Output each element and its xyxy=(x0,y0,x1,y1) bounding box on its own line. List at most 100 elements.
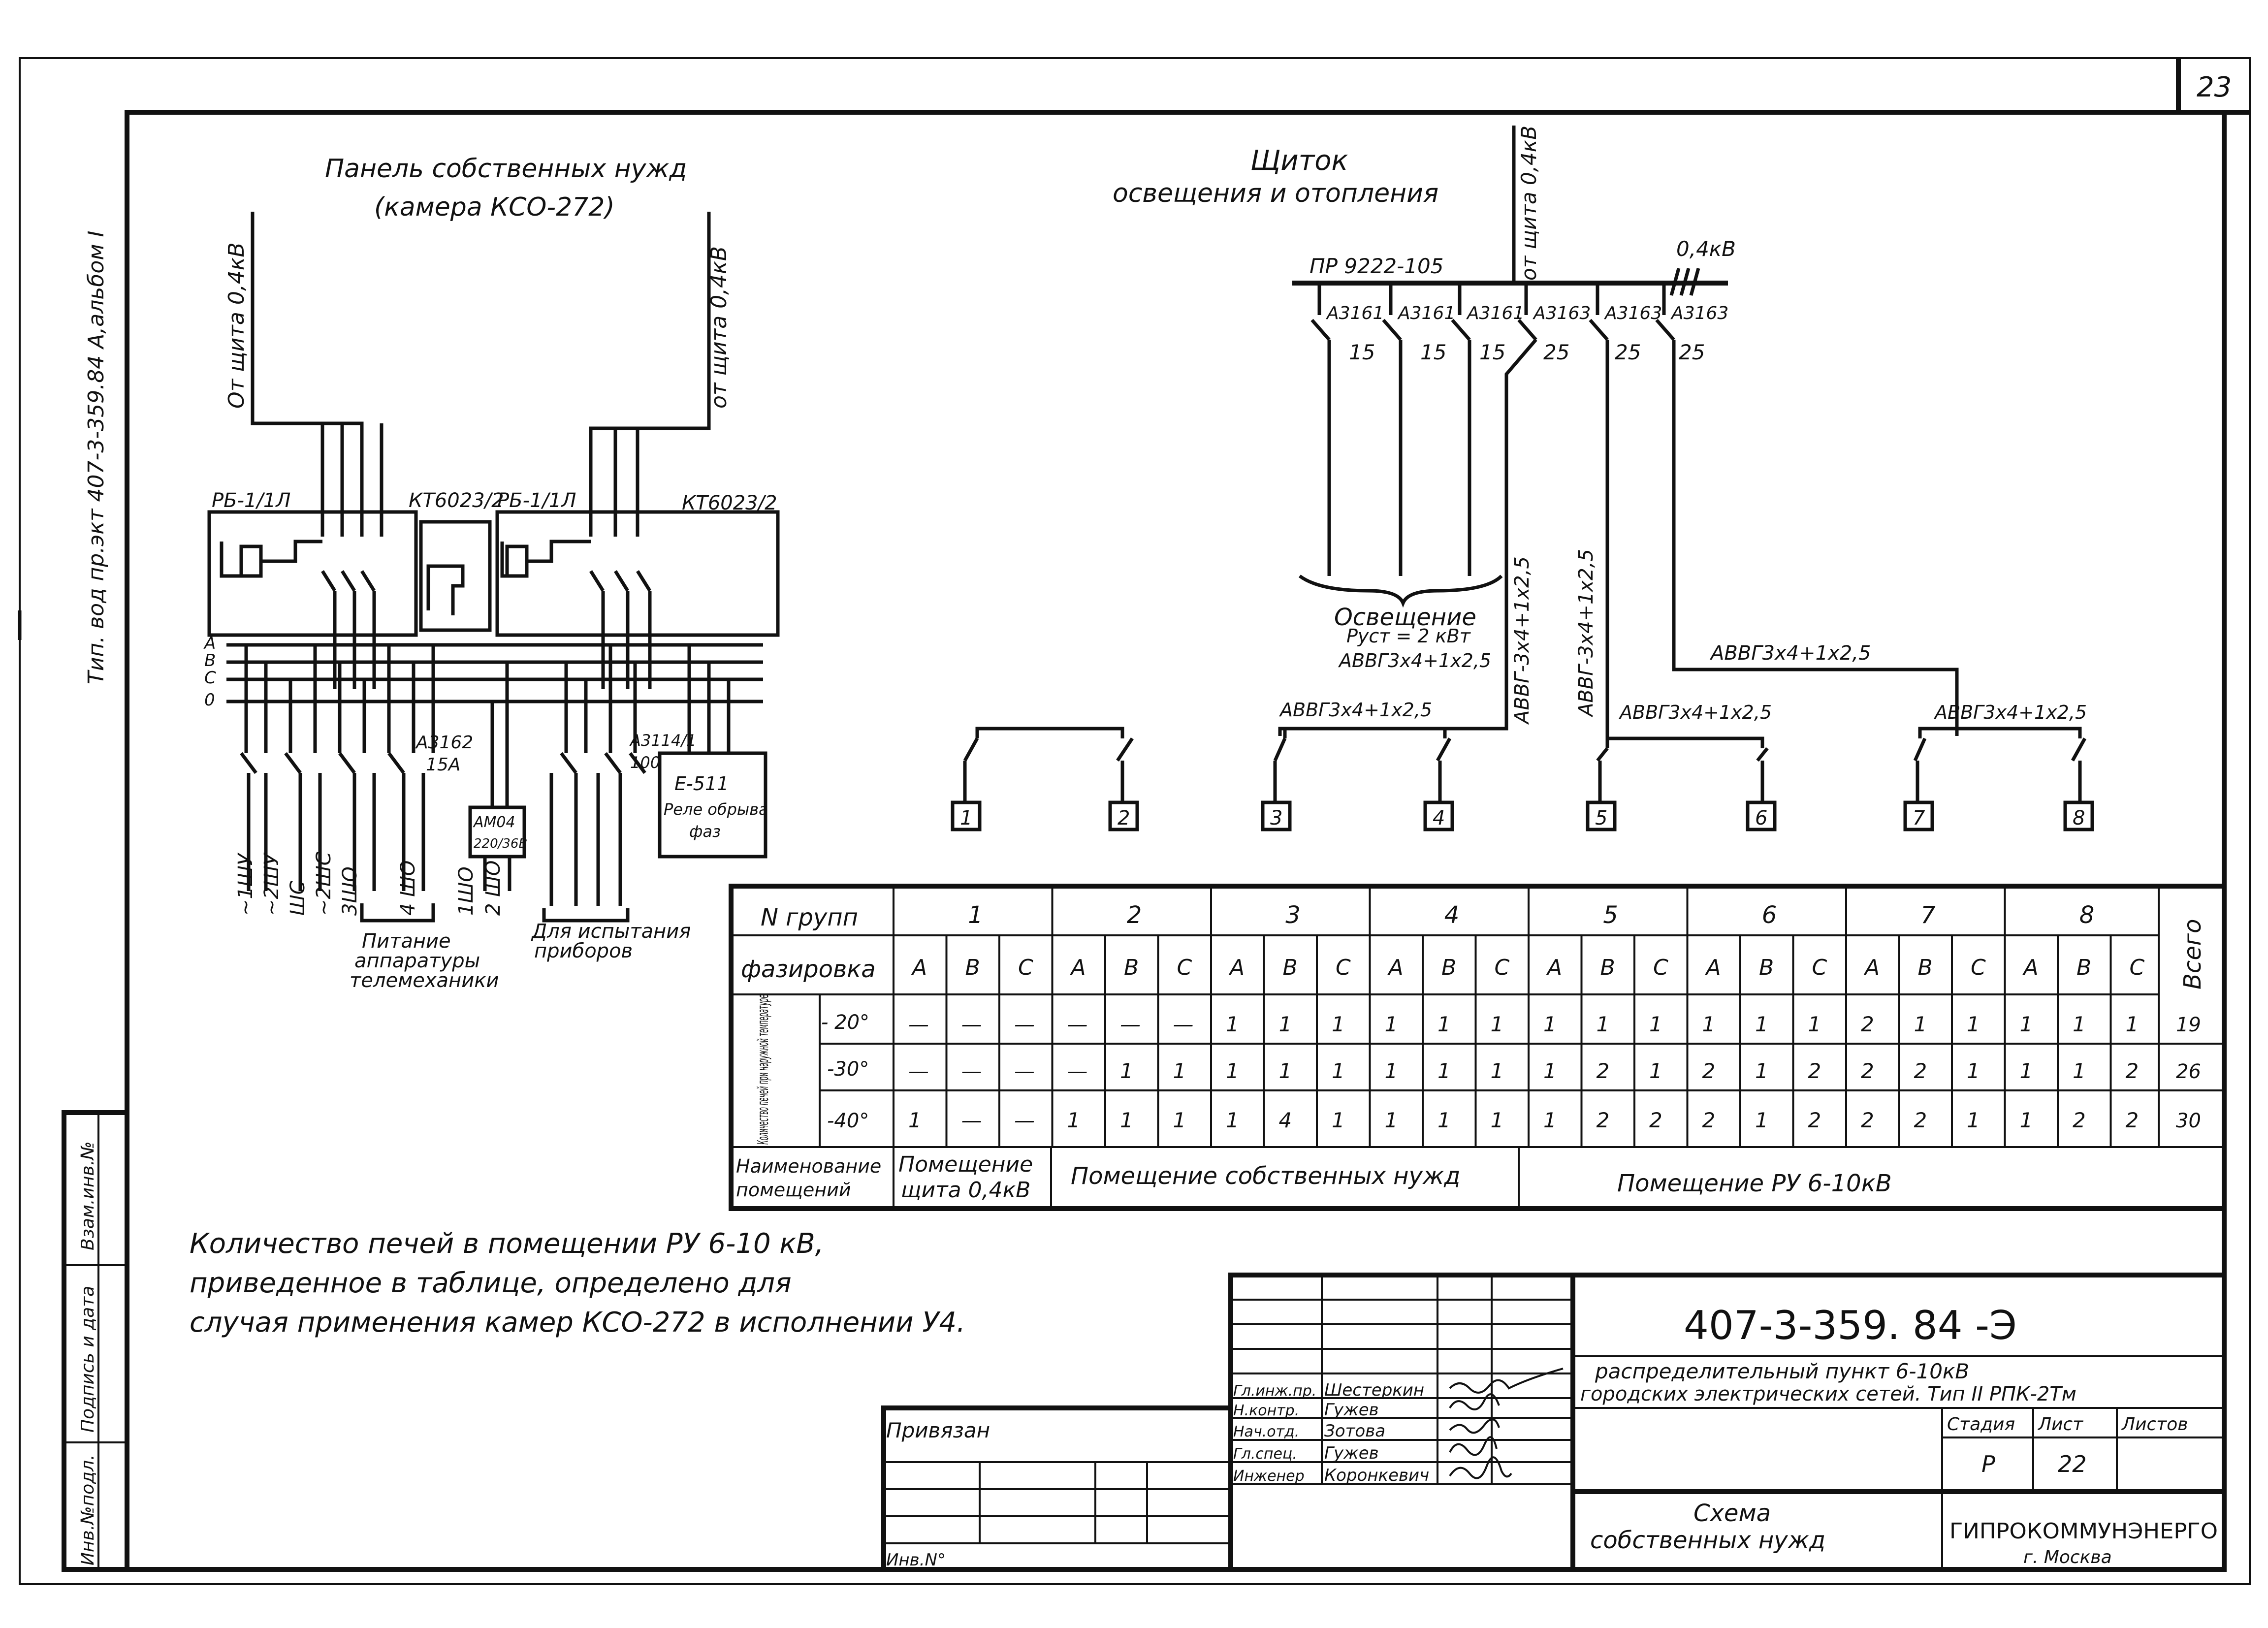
table-cell: — xyxy=(1067,1059,1088,1083)
table-cell: 1 xyxy=(1226,1108,1239,1132)
relay-name-2: фаз xyxy=(689,822,721,841)
group-8-label: 8 xyxy=(2073,807,2085,830)
room-name-1-line2: щита 0,4кВ xyxy=(901,1178,1030,1203)
role-1: Гл.инж.пр. xyxy=(1233,1382,1316,1400)
breaker-4-rating: 25 xyxy=(1543,340,1569,364)
signatures xyxy=(1449,1368,1564,1479)
table-cell: 1 xyxy=(1120,1108,1133,1132)
table-phase-label: С xyxy=(1177,955,1192,980)
table-phase-label: А xyxy=(1546,955,1562,980)
table-group-number: 6 xyxy=(1762,901,1777,929)
table-phase-label: А xyxy=(1228,955,1245,980)
table-group-number: 7 xyxy=(1920,901,1936,929)
table-header-rooms-1: Наименование xyxy=(736,1155,881,1177)
left-panel: Панель собственных нужд (камера КСО-272)… xyxy=(203,154,780,992)
table-cell: 1 xyxy=(1967,1059,1980,1083)
inner-frame xyxy=(125,110,2227,1572)
table-phase-label: В xyxy=(1759,955,1774,980)
right-feed-label: от щита 0,4кВ xyxy=(1517,126,1541,281)
doc-number: 407-3-359. 84 -Э xyxy=(1684,1303,2017,1348)
table-cell: — xyxy=(1173,1012,1194,1036)
table-cell: 1 xyxy=(1649,1059,1662,1083)
stage-label: Стадия xyxy=(1947,1414,2015,1435)
row-temp-40: -40° xyxy=(827,1110,869,1132)
row-total-20: 19 xyxy=(2176,1014,2201,1036)
table-header-total: Всего xyxy=(2179,919,2206,990)
table-cell: — xyxy=(961,1108,982,1132)
cable-vertical-1: АВВГ-3х4+1х2,5 xyxy=(1511,556,1533,725)
kt-label-1: КТ6023/2 xyxy=(409,489,504,512)
feed-left-label: От щита 0,4кВ xyxy=(224,242,249,409)
table-cell: 1 xyxy=(1967,1108,1980,1132)
table-phase-label: А xyxy=(1705,955,1721,980)
table-cell: 1 xyxy=(1385,1012,1398,1036)
group-1-label: 1 xyxy=(960,807,972,830)
panel-voltage: 0,4кВ xyxy=(1676,237,1736,261)
table-cell: 1 xyxy=(1543,1059,1557,1083)
table-cell: — xyxy=(1014,1108,1035,1132)
page-number: 23 xyxy=(2197,71,2232,103)
table-cell: 1 xyxy=(1543,1108,1557,1132)
table-cell: 2 xyxy=(1597,1108,1610,1132)
table-cell: 1 xyxy=(2020,1108,2033,1132)
table-group-number: 1 xyxy=(968,901,983,929)
table-phase-label: С xyxy=(1018,955,1033,980)
breaker-6-rating: 25 xyxy=(1679,340,1705,364)
out-2shu: ~2ШУ xyxy=(260,852,283,916)
table-cell: 1 xyxy=(1437,1059,1451,1083)
table-cell: 1 xyxy=(1437,1012,1451,1036)
group-6-label: 6 xyxy=(1755,807,1767,830)
table-phase-label: С xyxy=(1812,955,1827,980)
table-cell: 1 xyxy=(1491,1012,1504,1036)
table-group-number: 2 xyxy=(1127,901,1142,929)
table-cell: — xyxy=(1120,1012,1141,1036)
row-total-40: 30 xyxy=(2176,1110,2201,1132)
breaker-4-type: А3163 xyxy=(1533,303,1591,323)
attached-label: Привязан xyxy=(886,1418,990,1442)
row-temp-30: -30° xyxy=(827,1058,869,1081)
breaker-3-type: А3161 xyxy=(1466,303,1524,323)
table-group-number: 5 xyxy=(1603,901,1618,929)
note-telemechanics-3: телемеханики xyxy=(350,969,499,992)
breaker-6-type: А3163 xyxy=(1670,303,1728,323)
table-cell: 1 xyxy=(1967,1012,1980,1036)
relay-type: Е-511 xyxy=(674,773,729,795)
breaker-3-rating: 15 xyxy=(1479,340,1505,364)
table-cell: 1 xyxy=(1385,1059,1398,1083)
table-cell: 2 xyxy=(1861,1108,1874,1132)
breaker-a3162-rating: 15А xyxy=(426,755,460,775)
table-phase-label: В xyxy=(2076,955,2091,980)
table-phase-label: А xyxy=(1863,955,1880,980)
table-header-phasing: фазировка xyxy=(741,956,876,983)
outer-frame xyxy=(19,57,2251,1585)
relay-name: Реле обрыва xyxy=(664,800,768,819)
table-cell: 1 xyxy=(1755,1012,1768,1036)
table-cell: — xyxy=(1014,1012,1035,1036)
left-strip: Взам.инв.№ Подпись и дата Инв.№подл. xyxy=(62,1110,129,1572)
group-7-label: 7 xyxy=(1913,807,1925,830)
table-cell: — xyxy=(1014,1059,1035,1083)
room-name-1-line1: Помещение xyxy=(898,1152,1033,1177)
role-4: Гл.спец. xyxy=(1233,1445,1297,1463)
table-cell: 1 xyxy=(1332,1012,1345,1036)
cable-horizontal: АВВГ3х4+1х2,5 xyxy=(1709,642,1871,665)
breaker-5-rating: 25 xyxy=(1615,340,1641,364)
table-cell: 2 xyxy=(1702,1108,1716,1132)
table-cell: 1 xyxy=(1491,1059,1504,1083)
pair-cable-4: АВВГ3х4+1х2,5 xyxy=(1933,702,2087,723)
group-2-label: 2 xyxy=(1118,807,1130,830)
table-cell: 1 xyxy=(2020,1059,2033,1083)
name-4: Гужев xyxy=(1324,1443,1379,1463)
table-phase-label: С xyxy=(1971,955,1986,980)
stage-value: Р xyxy=(1981,1451,1995,1477)
table-cell: 1 xyxy=(2073,1059,2086,1083)
table-phase-label: С xyxy=(1336,955,1351,980)
group-5-label: 5 xyxy=(1595,807,1607,830)
sheets-label: Листов xyxy=(2121,1414,2188,1435)
table-cell: — xyxy=(961,1012,982,1036)
heater-table: 1А——1В———С———2А——1В—11С—113А111В114С1114… xyxy=(729,884,2227,1211)
table-cell: 1 xyxy=(1597,1012,1610,1036)
table-cell: 1 xyxy=(1491,1108,1504,1132)
table-cell: 1 xyxy=(1226,1012,1239,1036)
inv-no-label: Инв.N° xyxy=(886,1550,946,1570)
